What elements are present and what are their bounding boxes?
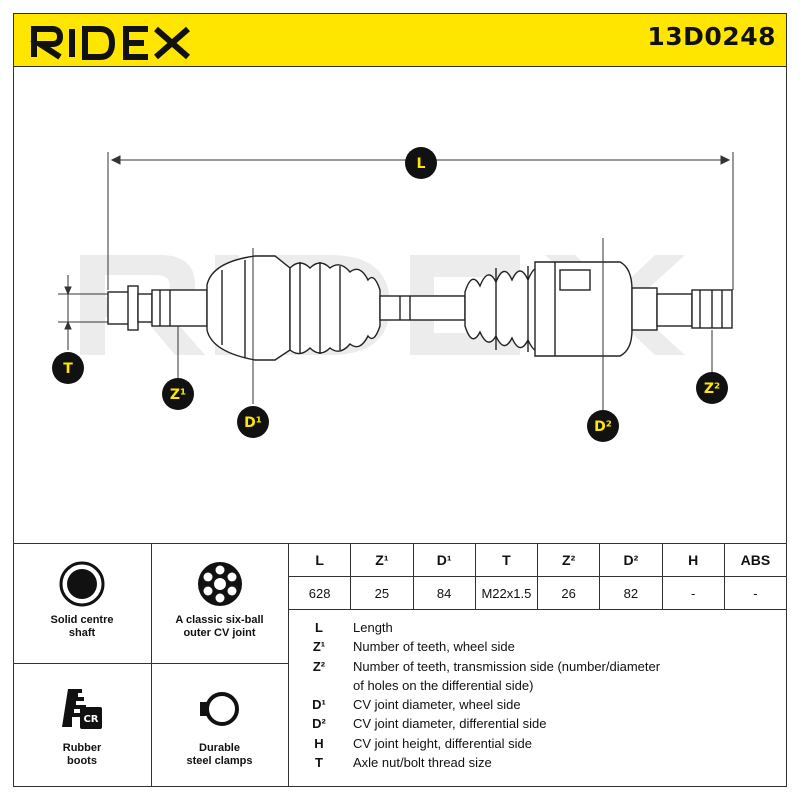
spec-value-D2: 82 xyxy=(599,576,663,610)
drive-shaft-drawing: L T xyxy=(52,147,734,442)
legend-symbol: H xyxy=(314,735,324,751)
spec-header-Z2: Z² xyxy=(536,543,601,577)
legend-row: Z² Number of teeth, transmission side (nu… xyxy=(293,657,773,676)
spec-header-T: T xyxy=(474,543,539,577)
feature-label: Solid centre shaft xyxy=(50,614,114,639)
legend-row: Z¹ Number of teeth, wheel side xyxy=(293,637,773,656)
spec-header-L: L xyxy=(287,543,352,577)
feature-rubber-boots: CR Rubber boots xyxy=(13,663,151,787)
legend-row: L Length xyxy=(293,618,773,637)
feature-six-ball-joint: A classic six-ball outer CV joint xyxy=(151,543,288,663)
spec-value-Z1: 25 xyxy=(350,576,414,610)
feature-label: Rubber boots xyxy=(62,742,102,767)
Z1-marker xyxy=(162,378,194,410)
rubber-boot-icon: CR xyxy=(62,689,102,729)
part-number: 13D0248 xyxy=(647,22,776,51)
legend-symbol: Z² xyxy=(312,658,326,674)
L-label: L xyxy=(417,156,426,172)
legend-symbol: T xyxy=(315,755,323,771)
shaft-outline xyxy=(107,255,733,361)
feature-divider-1 xyxy=(151,543,152,787)
legend-text: of holes on the differential side) xyxy=(353,677,534,693)
feature-label: A classic six-ball outer CV joint xyxy=(175,614,264,639)
spec-header-row: L Z¹ D¹ T Z² D² H ABS xyxy=(287,543,788,577)
spec-value-row: 628 25 84 M22x1.5 26 82 - - xyxy=(287,576,788,610)
legend-symbol: Z¹ xyxy=(312,639,326,655)
legend-text: CV joint height, differential side xyxy=(353,735,532,751)
legend-row: D¹ CV joint diameter, wheel side xyxy=(293,695,773,714)
Z2-label: Z² xyxy=(704,381,720,397)
spec-header-ABS: ABS xyxy=(723,543,788,577)
legend-text: CV joint diameter, wheel side xyxy=(353,697,521,713)
cr-badge: CR xyxy=(83,714,98,725)
D2-marker xyxy=(587,410,619,442)
spec-value-ABS: - xyxy=(723,576,788,610)
T-marker xyxy=(52,352,84,384)
spec-table: L Z¹ D¹ T Z² D² H ABS 628 25 84 M22x1.5 … xyxy=(287,543,788,610)
legend-text: Number of teeth, transmission side (numb… xyxy=(353,658,661,674)
legend-row: D² CV joint diameter, differential side xyxy=(293,714,773,733)
T-label: T xyxy=(63,361,73,377)
solid-shaft-icon xyxy=(59,561,105,607)
brand-logo xyxy=(30,26,190,60)
legend-symbol: D² xyxy=(312,716,326,732)
spec-header-H: H xyxy=(661,543,725,577)
feature-divider-2 xyxy=(288,543,289,787)
spec-header-D1: D¹ xyxy=(412,543,476,577)
legend-row: of holes on the differential side) xyxy=(293,676,773,695)
leader-lines xyxy=(177,238,713,418)
feature-label: Durable steel clamps xyxy=(186,742,253,767)
feature-solid-shaft: Solid centre shaft xyxy=(13,543,151,663)
spec-value-L: 628 xyxy=(287,576,352,610)
spec-header-D2: D² xyxy=(599,543,663,577)
legend-symbol xyxy=(293,676,345,695)
L-marker xyxy=(405,147,437,179)
D2-label: D² xyxy=(594,419,612,435)
legend-row: T Axle nut/bolt thread size xyxy=(293,753,773,772)
D1-marker xyxy=(237,406,269,438)
feature-row-divider xyxy=(13,663,288,664)
Z1-label: Z¹ xyxy=(170,387,186,403)
steel-clamp-icon xyxy=(199,692,239,726)
legend-row: H CV joint height, differential side xyxy=(293,734,773,753)
legend: L Length Z¹ Number of teeth, wheel side Z²… xyxy=(293,618,773,772)
spec-header-Z1: Z¹ xyxy=(350,543,414,577)
Z2-marker xyxy=(696,372,728,404)
legend-text: Axle nut/bolt thread size xyxy=(353,755,492,771)
spec-value-H: - xyxy=(661,576,725,610)
legend-symbol: D¹ xyxy=(312,697,326,713)
spec-value-T: M22x1.5 xyxy=(474,576,539,610)
six-ball-joint-icon xyxy=(197,562,242,606)
feature-steel-clamps: Durable steel clamps xyxy=(151,663,288,787)
spec-value-Z2: 26 xyxy=(536,576,601,610)
legend-symbol: L xyxy=(315,620,323,635)
D1-label: D¹ xyxy=(244,415,262,431)
legend-text: Number of teeth, wheel side xyxy=(353,639,515,655)
legend-text: CV joint diameter, differential side xyxy=(353,716,547,732)
spec-value-D1: 84 xyxy=(412,576,476,610)
legend-text: Length xyxy=(353,620,393,635)
